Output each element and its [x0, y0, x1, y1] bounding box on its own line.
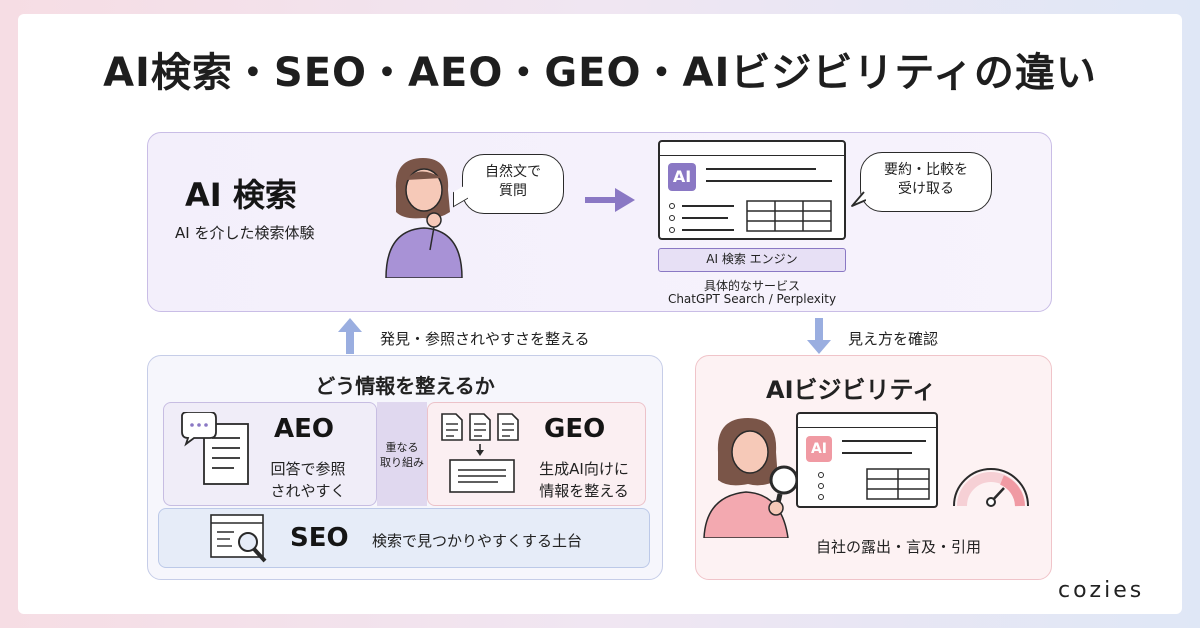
- overlap-label: 重なる 取り組み: [380, 441, 424, 469]
- page-title: AI検索・SEO・AEO・GEO・AIビジビリティの違い: [103, 50, 1097, 96]
- text-line: [706, 168, 816, 170]
- list-dot: [669, 203, 675, 209]
- text-line: [682, 205, 734, 207]
- ai-search-engine-label: AI 検索 エンジン: [658, 248, 846, 272]
- person-thinking-icon: [385, 158, 463, 278]
- documents-icon: [441, 413, 519, 493]
- table-grid-icon: [746, 200, 832, 232]
- arrow-right-icon: [585, 188, 635, 212]
- chat-document-icon: [181, 412, 249, 485]
- browser-window-icon: [658, 140, 846, 240]
- bubble-tail-icon: [851, 191, 866, 207]
- search-window-icon: [210, 514, 267, 563]
- aeo-title: AEO: [274, 414, 334, 444]
- seo-title: SEO: [290, 523, 349, 553]
- cozies-logo: cozies: [1058, 578, 1145, 603]
- arrow-down-icon: [807, 318, 831, 354]
- services-label: 具体的なサービス: [703, 279, 800, 293]
- services-list: ChatGPT Search / Perplexity: [667, 292, 837, 306]
- aeo-desc: 回答で参照 されやすく: [270, 460, 346, 500]
- text-line: [842, 452, 912, 454]
- list-dot: [669, 215, 675, 221]
- ai-search-heading: AI 検索: [185, 176, 297, 214]
- text-line: [842, 440, 926, 442]
- text-line: [706, 180, 832, 182]
- person-magnifier-icon: [703, 418, 799, 538]
- overlap-box: [377, 402, 427, 506]
- question-bubble: 自然文で 質問: [462, 154, 564, 214]
- gauge-icon: [953, 468, 1029, 507]
- geo-title: GEO: [544, 414, 606, 444]
- arrow-up-icon: [338, 318, 362, 354]
- visibility-desc: 自社の露出・言及・引用: [816, 538, 982, 556]
- list-dot: [669, 227, 675, 233]
- arrow-down-label: 見え方を確認: [848, 330, 939, 348]
- text-line: [682, 229, 734, 231]
- ai-badge: AI: [668, 163, 696, 191]
- geo-desc: 生成AI向けに 情報を整える: [539, 460, 629, 500]
- receive-bubble: 要約・比較を 受け取る: [860, 152, 992, 212]
- ai-search-subtitle: AI を介した検索体験: [175, 224, 315, 242]
- text-line: [682, 217, 728, 219]
- list-dot: [818, 494, 824, 500]
- list-dot: [818, 483, 824, 489]
- list-dot: [818, 472, 824, 478]
- arrow-up-label: 発見・参照されやすさを整える: [380, 330, 590, 348]
- ai-badge-pink: AI: [806, 436, 832, 462]
- seo-desc: 検索で見つかりやすくする土台: [372, 532, 583, 550]
- how-heading: どう情報を整えるか: [315, 374, 495, 398]
- visibility-heading: AIビジビリティ: [766, 376, 937, 404]
- table-grid-icon: [866, 468, 930, 500]
